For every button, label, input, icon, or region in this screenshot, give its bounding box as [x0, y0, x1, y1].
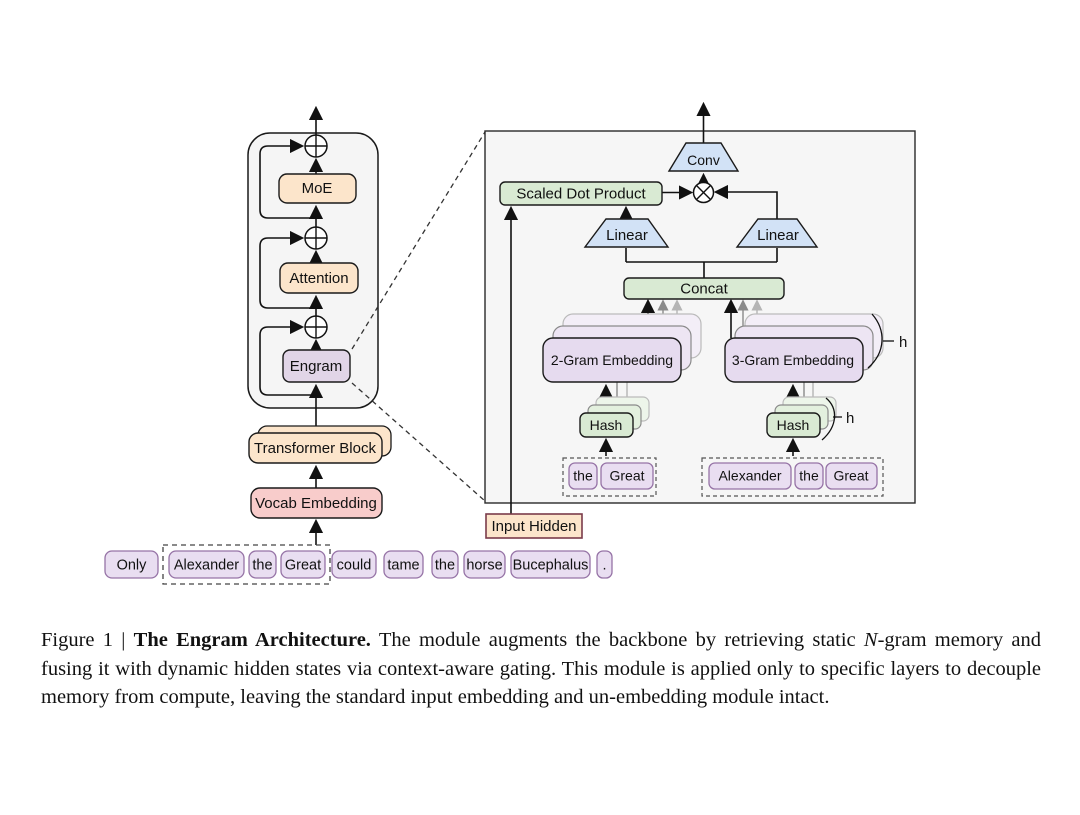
linear-right-block — [735, 218, 819, 248]
caption-body-2: -gram memory and fusing it with dynamic … — [41, 629, 1041, 708]
ngram-window-dashed-box — [162, 544, 331, 585]
three-gram-embedding-stack: 3-Gram Embedding — [724, 313, 884, 383]
hash-left-stack: Hash — [579, 396, 650, 438]
input-hidden-block — [485, 513, 583, 539]
caption-body-1: The module augments the backbone by retr… — [370, 629, 864, 651]
hash-right-stack: Hash — [766, 396, 837, 438]
concat-block — [623, 277, 785, 300]
token-label: the — [252, 558, 272, 574]
heads-count-label: h — [846, 410, 854, 427]
token-label: Great — [609, 468, 644, 484]
token-box — [383, 550, 424, 579]
engram-block — [282, 349, 351, 383]
figure-caption: Figure 1 | The Engram Architecture. The … — [41, 626, 1041, 712]
circle-plus-icon — [304, 226, 328, 250]
linear-left-block — [583, 218, 670, 248]
token-box — [596, 550, 613, 579]
vocab-embedding-label: Vocab Embedding — [255, 495, 377, 512]
conv-block — [667, 142, 740, 172]
token-box — [794, 462, 824, 490]
circle-times-icon — [692, 181, 715, 204]
concat-label: Concat — [680, 281, 728, 298]
engram-detail-panel: Conv Scaled Dot Product Linear Linear Co… — [484, 101, 916, 514]
transformer-block — [248, 432, 383, 464]
figure-number-label: Figure 1 | — [41, 629, 134, 651]
two-gram-embedding-stack: 2-Gram Embedding — [542, 313, 702, 383]
scaled-dot-product-label: Scaled Dot Product — [516, 186, 646, 203]
three-gram-label: 3-Gram Embedding — [732, 352, 854, 368]
linear-left-label: Linear — [606, 227, 648, 244]
token-box — [568, 462, 598, 490]
token-label: Great — [285, 558, 321, 574]
attention-block — [279, 262, 359, 294]
token-label: could — [337, 558, 372, 574]
token-box — [431, 550, 459, 579]
token-box — [708, 462, 792, 490]
circle-plus-icon — [304, 315, 328, 339]
transformer-block-label: Transformer Block — [254, 440, 376, 457]
token-label: tame — [387, 558, 419, 574]
input-hidden-tag: Input Hidden — [485, 513, 583, 539]
linear-right-label: Linear — [757, 227, 799, 244]
backbone-flow-arrows — [259, 105, 324, 545]
token-label: Great — [833, 468, 868, 484]
hash-left-label: Hash — [590, 417, 623, 433]
token-label: Only — [117, 558, 148, 574]
token-label: the — [799, 468, 819, 484]
token-box — [248, 550, 277, 579]
token-box — [510, 550, 591, 579]
scaled-dot-product-block — [499, 181, 663, 206]
token-label: Alexander — [174, 558, 239, 574]
token-box — [463, 550, 506, 579]
vocab-embedding: Vocab Embedding — [250, 487, 383, 519]
token-box — [825, 462, 878, 490]
heads-count-label: h — [899, 334, 907, 351]
engram-architecture-diagram: MoE Attention Engram Transformer Block V… — [104, 101, 916, 585]
token-box — [104, 550, 159, 579]
three-gram-token-group: Alexander the Great — [701, 457, 884, 497]
token-box — [600, 462, 654, 490]
transformer-block-stack: Transformer Block — [248, 425, 392, 464]
circle-plus-icon — [304, 134, 328, 158]
token-box — [280, 550, 326, 579]
token-label: Alexander — [718, 468, 781, 484]
backbone-stack: MoE Attention Engram — [247, 105, 379, 545]
token-box — [168, 550, 245, 579]
moe-label: MoE — [302, 180, 333, 197]
conv-label: Conv — [687, 152, 720, 168]
token-label: the — [435, 558, 455, 574]
zoom-connector-lines — [351, 131, 486, 502]
attention-label: Attention — [289, 270, 348, 287]
token-label: Bucephalus — [513, 558, 589, 574]
two-gram-label: 2-Gram Embedding — [551, 352, 673, 368]
heads-brace-embedding — [867, 313, 883, 369]
vocab-embedding-block — [250, 487, 383, 519]
input-hidden-label: Input Hidden — [491, 518, 576, 535]
figure-title: The Engram Architecture. — [133, 629, 371, 651]
caption-italic-term: N — [863, 629, 878, 651]
input-token-row: Only Alexander the Great could tame the … — [104, 544, 613, 585]
engram-label: Engram — [290, 358, 343, 375]
token-label: the — [573, 468, 593, 484]
two-gram-token-group: the Great — [562, 457, 657, 497]
moe-block — [278, 173, 357, 204]
hash-right-label: Hash — [777, 417, 810, 433]
token-label: horse — [466, 558, 502, 574]
detail-plain-connectors — [625, 184, 778, 278]
token-label: . — [602, 558, 606, 574]
residual-add-icons — [304, 134, 328, 339]
token-box — [331, 550, 377, 579]
